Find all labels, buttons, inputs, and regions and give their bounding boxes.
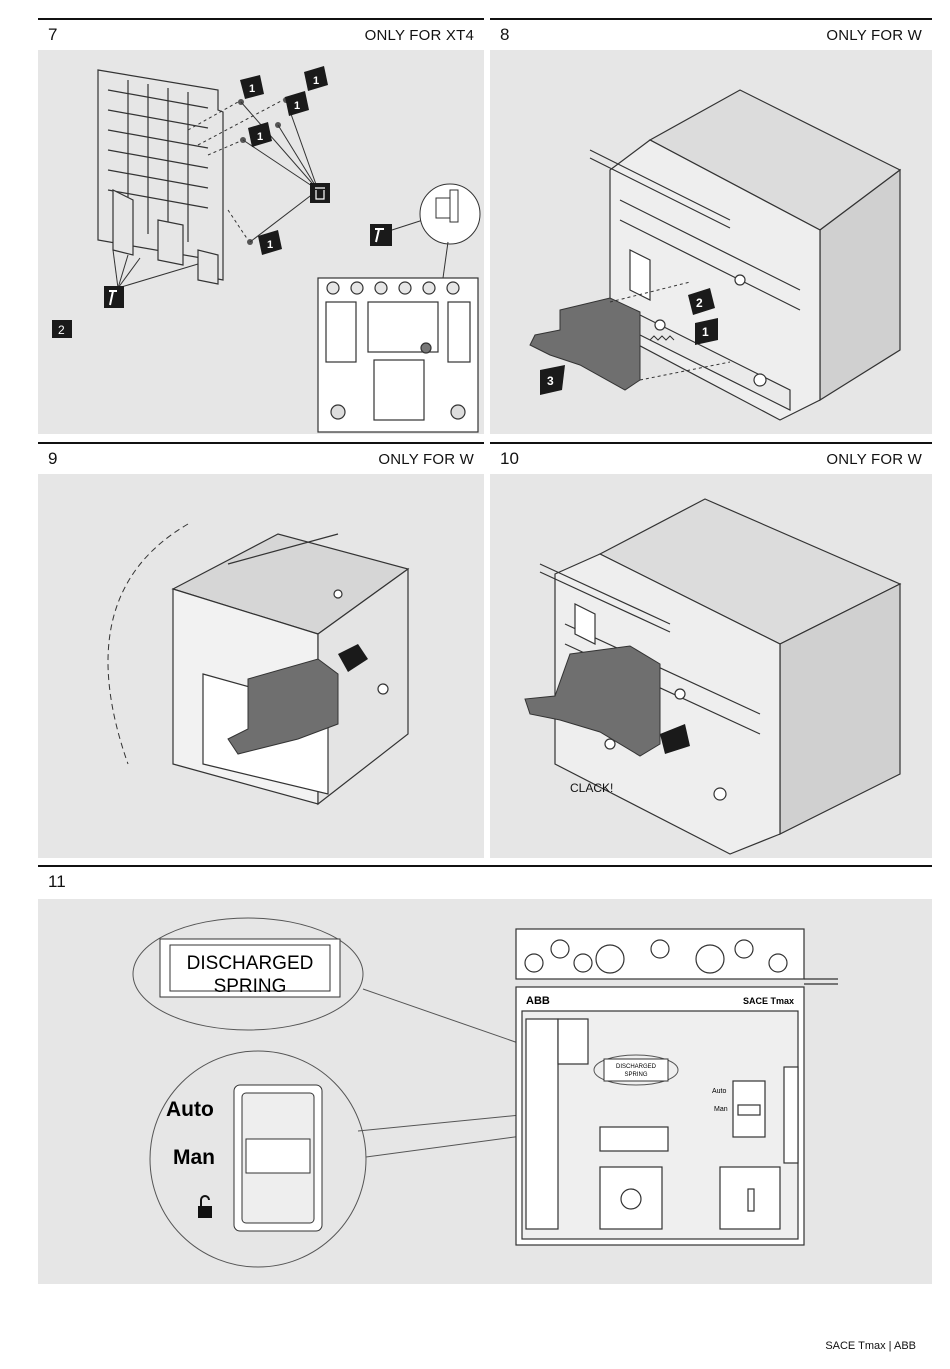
badge-2: 2 [696,296,703,310]
click-caption: CLACK! [570,781,613,795]
panel-tag: ONLY FOR W [378,451,474,468]
product-name: SACE Tmax [743,996,794,1006]
panel-rule [38,18,484,20]
badge-1e: 1 [267,239,273,251]
panel-number: 10 [500,449,519,469]
figure-10: CLACK! [490,474,932,858]
mounting-plate-drawing [98,70,223,284]
panel-number: 7 [48,25,57,45]
badge-1b: 1 [313,75,319,87]
brand-logo: ABB [526,995,550,1007]
mini-man: Man [714,1106,728,1113]
figure-9 [38,474,484,858]
step-label: 2 [58,323,65,337]
panel-number: 8 [500,25,509,45]
badge-1: 1 [702,325,709,339]
auto-label: Auto [166,1098,214,1121]
mini-label-2: SPRING [624,1072,647,1078]
panel-rule [490,442,932,444]
front-view-drawing [318,278,478,432]
panel-7: 7 ONLY FOR XT4 [38,18,484,438]
badge-1c: 1 [294,100,300,112]
breaker-front-drawing [516,929,838,1245]
panel-number: 9 [48,449,57,469]
panel-number: 11 [48,872,66,892]
badge-3: 3 [547,374,554,388]
footer-text: SACE Tmax | ABB [825,1340,916,1352]
panel-rule [38,442,484,444]
bin-icon [310,183,330,203]
panel-9: 9 ONLY FOR W [38,442,484,860]
mini-auto: Auto [712,1088,727,1095]
spring-label: SPRING [214,976,287,997]
panel-rule [490,18,932,20]
panel-rule [38,865,932,867]
figure-7: 1 1 1 1 1 2 [38,50,484,434]
discharged-label: DISCHARGED [187,953,314,974]
panel-tag: ONLY FOR W [826,451,922,468]
panel-tag: ONLY FOR W [826,27,922,44]
mini-label-1: DISCHARGED [616,1064,657,1070]
panel-11: 11 DISCHARGED SPRING Auto Man [38,865,932,1285]
figure-8: 1 2 3 [490,50,932,434]
panel-10: 10 ONLY FOR W CLACK! [490,442,932,860]
panel-tag: ONLY FOR XT4 [365,27,474,44]
man-label: Man [173,1146,215,1169]
figure-11: DISCHARGED SPRING Auto Man [38,899,932,1284]
badge-1: 1 [249,83,255,95]
screw-drawings [238,97,289,245]
panel-8: 8 ONLY FOR W [490,18,932,438]
badge-1d: 1 [257,131,263,143]
